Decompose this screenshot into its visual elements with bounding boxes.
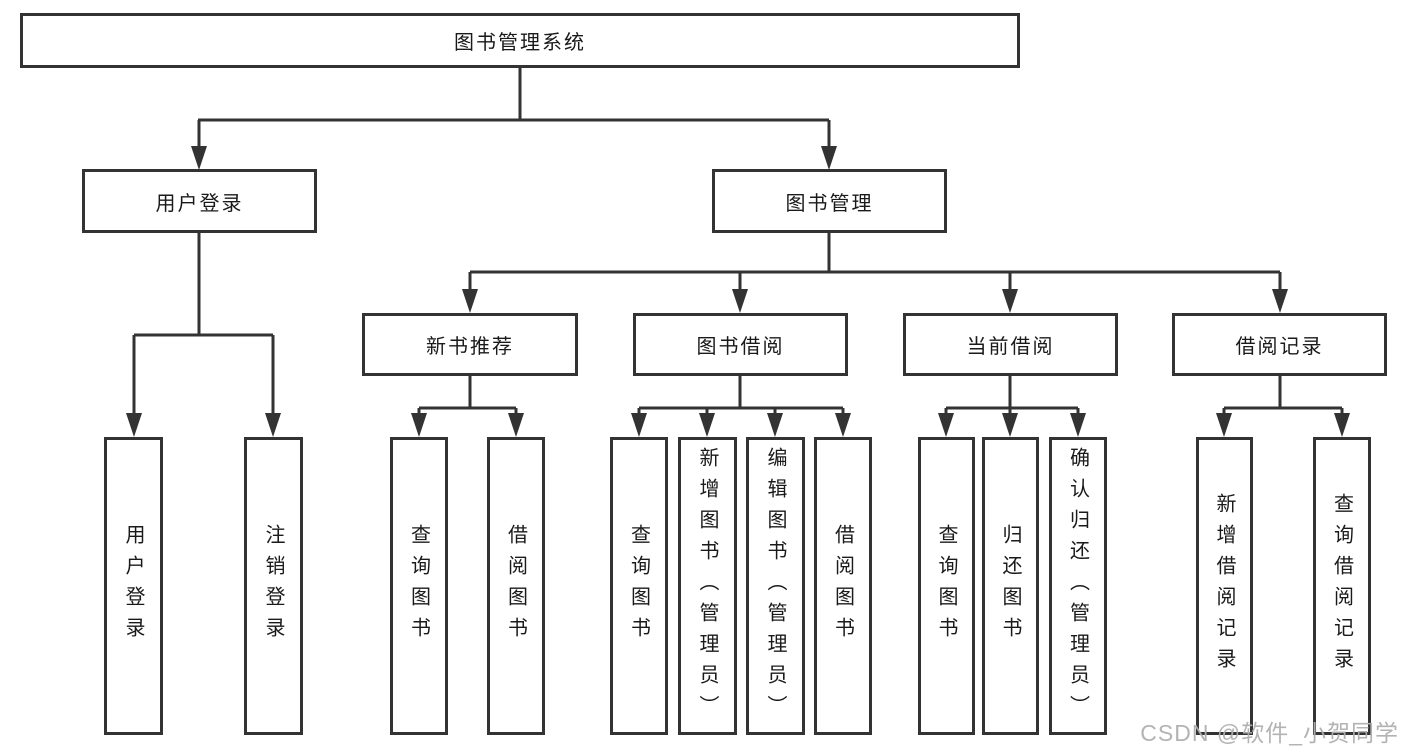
leaf-return-books: 归还图书 [982,437,1039,735]
leaf-query-books-borrow: 查询图书 [610,437,668,735]
node-user-login: 用户登录 [82,169,317,233]
leaf-user-login: 用户登录 [104,437,163,735]
node-book-management: 图书管理 [712,169,947,233]
leaf-confirm-return-admin: 确认归还（管理员） [1049,437,1107,735]
node-borrow-records: 借阅记录 [1172,313,1387,376]
leaf-query-books-recommend: 查询图书 [390,437,448,735]
node-book-borrow: 图书借阅 [633,313,848,376]
node-current-borrow: 当前借阅 [903,313,1118,376]
leaf-add-borrow-record: 新增借阅记录 [1196,437,1253,735]
leaf-borrow-books-recommend: 借阅图书 [487,437,545,735]
leaf-query-books-current: 查询图书 [918,437,975,735]
leaf-add-books-admin: 新增图书（管理员） [678,437,737,735]
node-new-book-recommend: 新书推荐 [362,313,578,376]
leaf-query-borrow-record: 查询借阅记录 [1313,437,1371,735]
leaf-borrow-books: 借阅图书 [814,437,872,735]
node-library-management-system: 图书管理系统 [20,13,1020,68]
leaf-edit-books-admin: 编辑图书（管理员） [746,437,805,735]
leaf-logout: 注销登录 [244,437,303,735]
